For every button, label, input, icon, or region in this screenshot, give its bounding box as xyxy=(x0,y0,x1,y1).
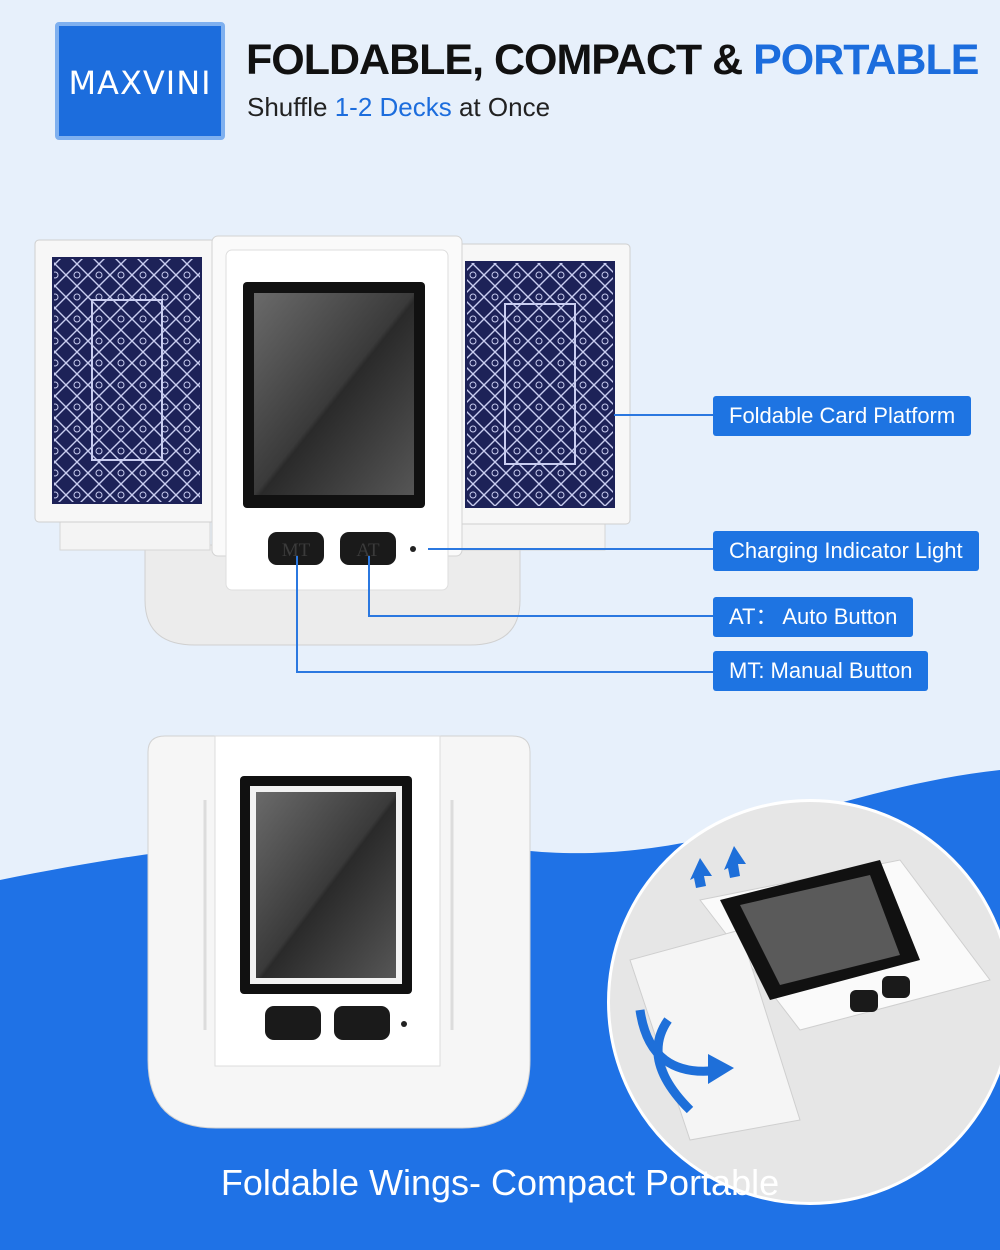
subtitle-part-1: Shuffle xyxy=(247,92,335,122)
logo-text: MAXVINI xyxy=(68,64,212,102)
title-part-1: FOLDABLE, COMPACT & xyxy=(246,36,754,84)
auto-button-leader-h xyxy=(368,615,714,617)
brand-logo: MAXVINI xyxy=(55,22,225,140)
manual-button-leader-h xyxy=(296,671,714,673)
charging-light-leader xyxy=(428,548,714,550)
bottom-caption: Foldable Wings- Compact Portable xyxy=(220,1162,780,1203)
mt-button-label: MT xyxy=(282,540,311,561)
card-platform-leader xyxy=(614,414,714,416)
at-button-label: AT xyxy=(356,540,380,561)
callout-card-platform: Foldable Card Platform xyxy=(713,396,972,436)
callout-auto-button: AT： Auto Button xyxy=(713,597,914,637)
auto-button-leader-v xyxy=(368,556,370,616)
title-accent: PORTABLE xyxy=(753,36,979,84)
subtitle-accent: 1-2 Decks xyxy=(334,92,452,122)
page-subtitle: Shuffle 1-2 Decks at Once xyxy=(247,92,550,123)
callout-manual-button: MT: Manual Button xyxy=(713,651,929,691)
callout-charging-light: Charging Indicator Light xyxy=(713,531,979,571)
page-title: FOLDABLE, COMPACT & PORTABLE xyxy=(246,36,979,85)
subtitle-part-3: at Once xyxy=(451,92,551,122)
manual-button-leader-v xyxy=(296,556,298,672)
